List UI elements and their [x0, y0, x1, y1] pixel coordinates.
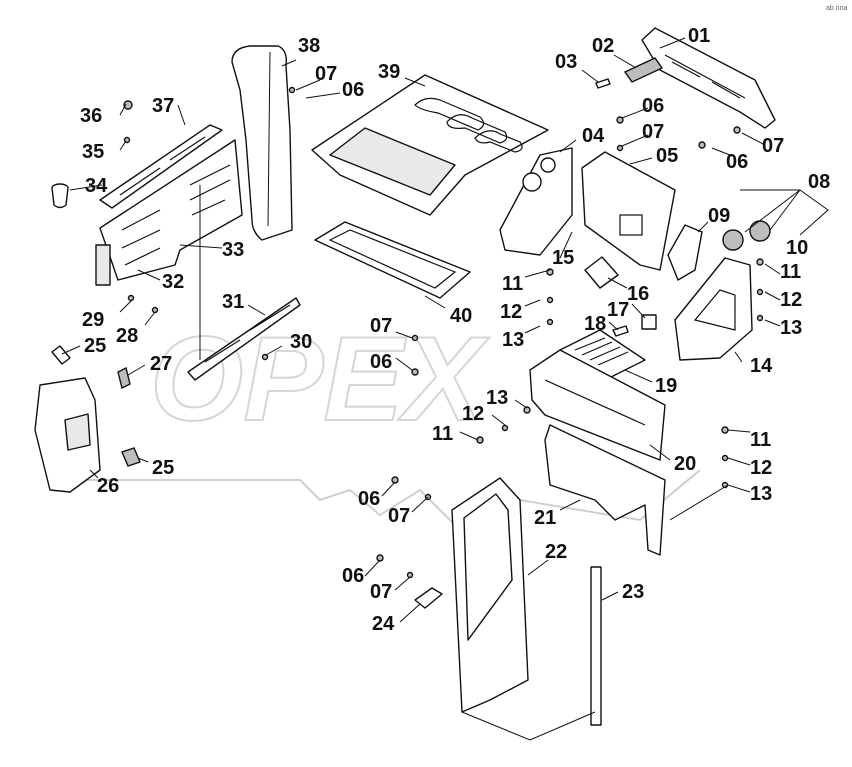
part-34-cup-holder	[51, 183, 69, 209]
callout-40: 40	[450, 305, 472, 327]
callout-06-b: 06	[642, 95, 664, 117]
part-22-door	[451, 477, 529, 713]
callout-16: 16	[627, 283, 649, 305]
callout-12-b: 12	[780, 289, 802, 311]
callout-13-b: 13	[780, 317, 802, 339]
callout-27: 27	[150, 353, 172, 375]
callout-19: 19	[655, 375, 677, 397]
callout-20: 20	[674, 453, 696, 475]
callout-12-c: 12	[462, 403, 484, 425]
callout-29: 29	[82, 309, 104, 331]
callout-13-c: 13	[486, 387, 508, 409]
leader-lines	[61, 37, 829, 741]
part-25-grommet-a	[51, 345, 71, 365]
callout-03: 03	[555, 51, 577, 73]
callout-35: 35	[82, 141, 104, 163]
callout-06-e: 06	[358, 488, 380, 510]
part-05-side-panel	[581, 151, 676, 271]
callout-06-a: 06	[342, 79, 364, 101]
callout-labels: 01 02 03 04 05 06 06 06 06 06 06 07 07 0…	[80, 25, 830, 635]
callout-18: 18	[584, 313, 606, 335]
callout-26: 26	[97, 475, 119, 497]
callout-13-a: 13	[502, 329, 524, 351]
part-38-side-pillar	[231, 45, 293, 241]
callout-06-f: 06	[342, 565, 364, 587]
callout-07-c: 07	[762, 135, 784, 157]
part-37-top-rail	[99, 124, 223, 209]
part-04-console-front	[499, 147, 573, 256]
part-20-frame	[529, 349, 666, 461]
watermark: OPEX	[60, 311, 701, 542]
callout-14: 14	[750, 355, 773, 377]
callout-02: 02	[592, 35, 614, 57]
callout-12-a: 12	[500, 301, 522, 323]
callout-12-d: 12	[750, 457, 772, 479]
part-36-cap	[123, 100, 133, 110]
part-14-console-right	[674, 257, 753, 361]
part-23-seal-strip	[590, 566, 602, 726]
callout-07-d: 07	[370, 315, 392, 337]
callout-25-b: 25	[152, 457, 174, 479]
callout-09: 09	[708, 205, 730, 227]
callout-39: 39	[378, 61, 400, 83]
part-32-left-panel	[95, 139, 243, 286]
part-18-screw	[612, 325, 629, 337]
callout-01: 01	[688, 25, 710, 47]
callout-10: 10	[786, 237, 808, 259]
part-27-clip	[117, 366, 131, 390]
callout-11-c: 11	[432, 423, 453, 445]
callout-24: 24	[372, 613, 395, 635]
part-10-speakers	[722, 220, 771, 251]
callout-06-c: 06	[726, 151, 748, 173]
watermark-text: OPEX	[150, 312, 490, 446]
part-39-roof-panel	[311, 74, 549, 216]
callout-11-b: 11	[780, 261, 801, 283]
part-21-base	[544, 424, 666, 556]
callout-15: 15	[552, 247, 574, 269]
part-01-rear-bracket	[641, 27, 776, 129]
part-25-grommet-b	[121, 447, 141, 467]
corner-code: ab nna	[826, 5, 848, 12]
callout-34: 34	[85, 175, 108, 197]
callout-07-b: 07	[642, 121, 664, 143]
callout-05: 05	[656, 145, 678, 167]
part-40-tray	[314, 221, 471, 299]
part-24-plate	[414, 587, 443, 609]
callout-37: 37	[152, 95, 174, 117]
fasteners	[127, 86, 764, 579]
callout-04: 04	[582, 125, 605, 147]
callout-22: 22	[545, 541, 567, 563]
callout-07-a: 07	[315, 63, 337, 85]
callout-30: 30	[290, 331, 312, 353]
callout-33: 33	[222, 239, 244, 261]
callout-25-a: 25	[84, 335, 106, 357]
callout-28: 28	[116, 325, 138, 347]
callout-08: 08	[808, 171, 830, 193]
part-31-floor-rail	[187, 297, 301, 381]
callout-17: 17	[607, 299, 629, 321]
callout-07-e: 07	[388, 505, 410, 527]
callout-11-a: 11	[502, 273, 523, 295]
callout-06-d: 06	[370, 351, 392, 373]
callout-11-d: 11	[750, 429, 771, 451]
callout-36: 36	[80, 105, 102, 127]
part-03-screw	[595, 78, 611, 89]
callout-38: 38	[298, 35, 320, 57]
part-09-cover	[667, 224, 703, 281]
callout-07-f: 07	[370, 581, 392, 603]
part-02-plate	[623, 57, 664, 83]
part-16-plate	[584, 256, 619, 289]
part-17-switch	[641, 314, 657, 330]
callout-32: 32	[162, 271, 184, 293]
callout-31: 31	[222, 291, 244, 313]
callout-21: 21	[534, 507, 556, 529]
callout-13-d: 13	[750, 483, 772, 505]
watermark-outline	[60, 469, 701, 542]
part-26-left-console	[34, 377, 101, 493]
callout-23: 23	[622, 581, 644, 603]
